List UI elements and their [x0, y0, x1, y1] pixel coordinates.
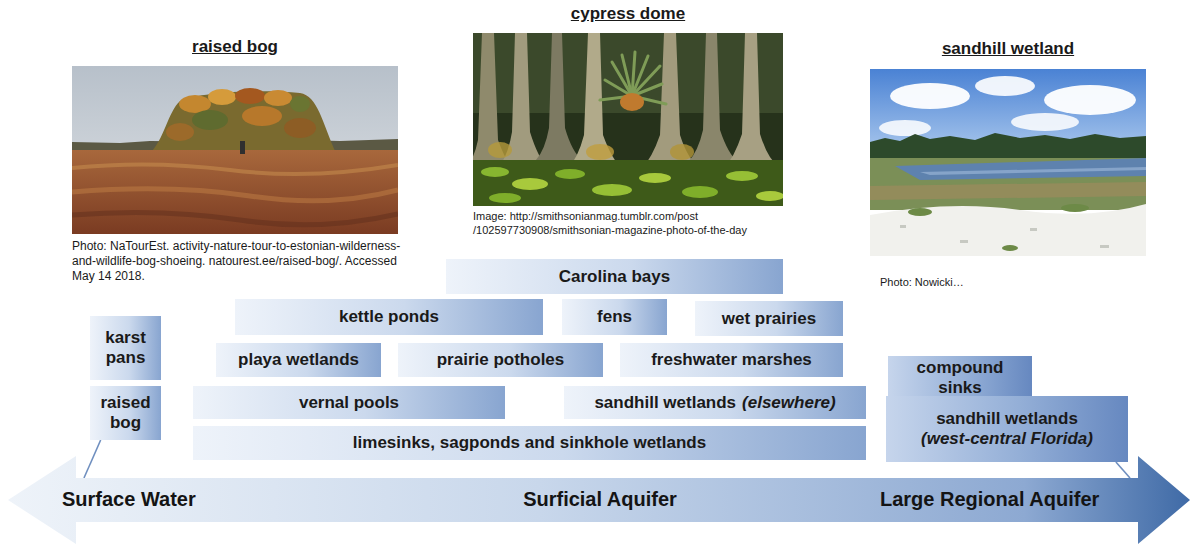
wetland-band: fens [562, 299, 667, 335]
wetland-type-label: wet prairies [722, 309, 817, 329]
wetland-type-label: sandhill wetlands [936, 409, 1078, 429]
wetland-band: sandhill wetlands(west-central Florida) [886, 396, 1128, 462]
photo-credit: Photo: NaTourEst. activity-nature-tour-t… [72, 239, 407, 284]
wetland-band: compound sinks [888, 356, 1032, 399]
wetland-type-label: Carolina bays [559, 267, 671, 287]
photo-heading: sandhill wetland [870, 39, 1146, 59]
wetland-type-label: compound sinks [893, 358, 1027, 397]
wetland-band: playa wetlands [216, 343, 381, 377]
water-source-label: Large Regional Aquifer [880, 488, 1099, 511]
wetland-band: vernal pools [193, 386, 505, 419]
photo-credit: Photo: Nowicki… [880, 276, 1100, 290]
callout-connector [1116, 462, 1130, 478]
photo-heading: raised bog [72, 37, 398, 57]
wetland-band: limesinks, sagponds and sinkhole wetland… [193, 426, 866, 460]
photo-heading: cypress dome [473, 4, 783, 24]
wetland-type-label: freshwater marshes [651, 350, 812, 370]
wetland-type-label: kettle ponds [339, 307, 439, 327]
wetland-type-label: (west-central Florida) [921, 429, 1093, 449]
wetland-type-label: (elsewhere) [742, 393, 836, 413]
wetland-band: kettle ponds [235, 299, 543, 335]
wetland-band: freshwater marshes [620, 343, 843, 377]
wetland-band: karst pans [90, 316, 161, 380]
wetland-band: wet prairies [695, 301, 843, 336]
water-source-label: Surface Water [62, 488, 196, 511]
wetland-band: Carolina bays [446, 259, 783, 294]
wetland-band: raised bog [90, 386, 161, 440]
water-source-label: Surficial Aquifer [523, 488, 677, 511]
wetland-type-label: limesinks, sagponds and sinkhole wetland… [353, 433, 706, 453]
cypress-dome-photo [473, 33, 783, 206]
wetland-type-label: sandhill wetlands [594, 393, 736, 413]
wetland-type-label: raised bog [95, 393, 156, 432]
callout-connector [84, 440, 101, 478]
photo-credit: Image: http://smithsonianmag.tumblr.com/… [473, 210, 793, 238]
wetland-type-label: vernal pools [299, 393, 399, 413]
wetland-type-label: prairie potholes [437, 350, 565, 370]
wetland-type-label: fens [597, 307, 632, 327]
aquifer-arrow: Surface Water Surficial Aquifer Large Regi… [8, 455, 1190, 545]
arrow-body [8, 456, 1190, 544]
wetland-type-label: playa wetlands [238, 350, 359, 370]
wetland-type-label: karst pans [95, 328, 156, 367]
wetland-band: prairie potholes [398, 343, 603, 377]
wetland-band: sandhill wetlands (elsewhere) [564, 386, 866, 419]
raised-bog-photo [72, 66, 398, 234]
sandhill-wetland-photo [870, 69, 1146, 256]
